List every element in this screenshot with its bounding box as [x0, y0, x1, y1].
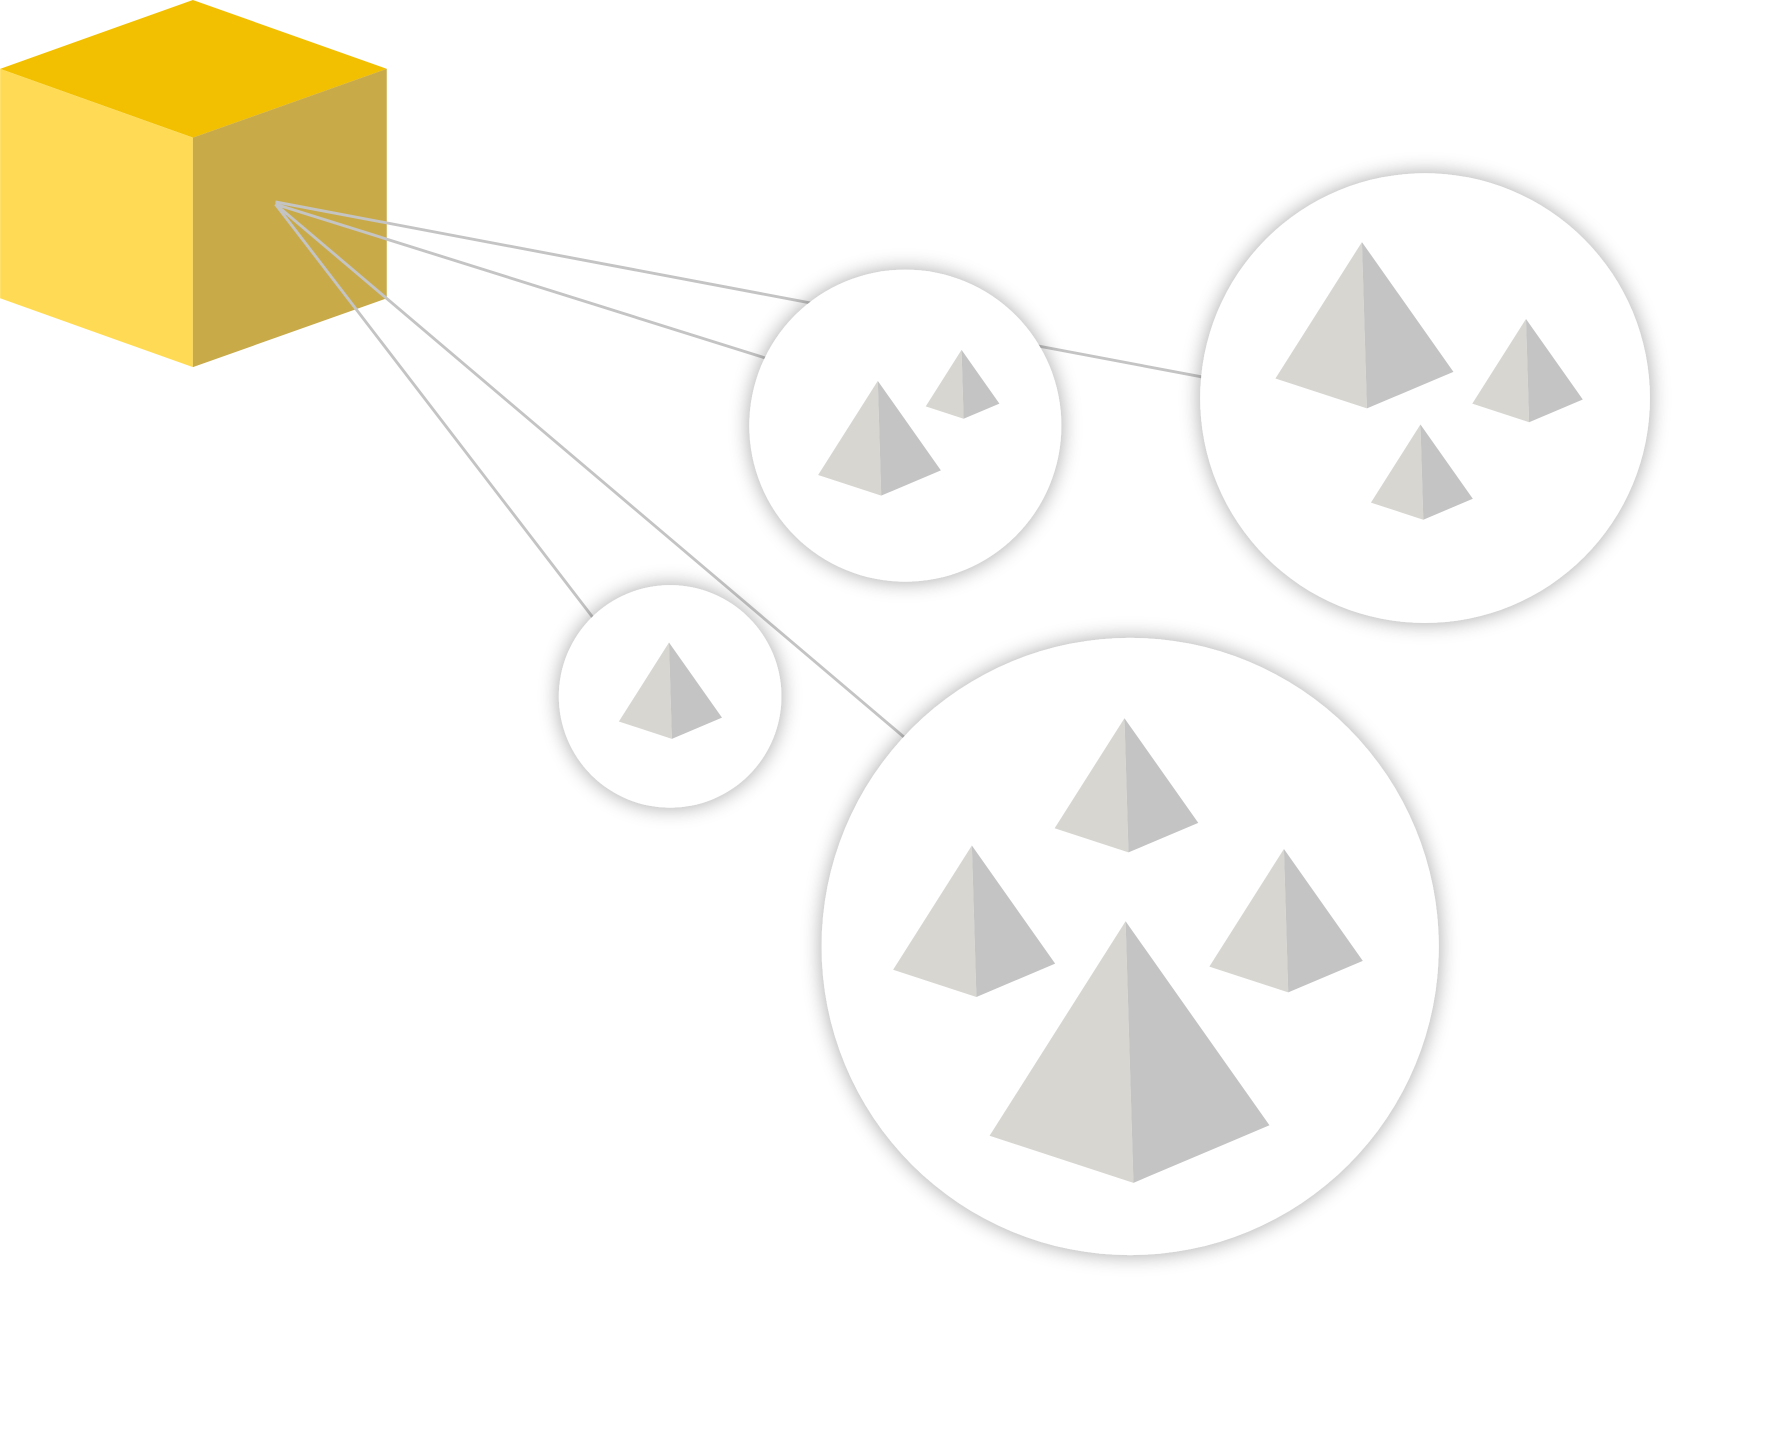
group-medium: [749, 269, 1062, 582]
connector-to-group-medium: [275, 202, 770, 361]
connectors: [274, 200, 1206, 743]
group-small: [558, 585, 782, 808]
group-large: [1200, 173, 1650, 623]
cube-icon: [0, 0, 387, 368]
cube-top-face: [0, 0, 387, 138]
cube-left-face: [0, 68, 193, 368]
group-largest: [821, 637, 1439, 1256]
bubble: [1200, 173, 1650, 623]
connector-to-group-largest: [274, 203, 910, 743]
connector-to-group-small: [274, 203, 596, 621]
connector-to-group-large: [275, 200, 1206, 379]
